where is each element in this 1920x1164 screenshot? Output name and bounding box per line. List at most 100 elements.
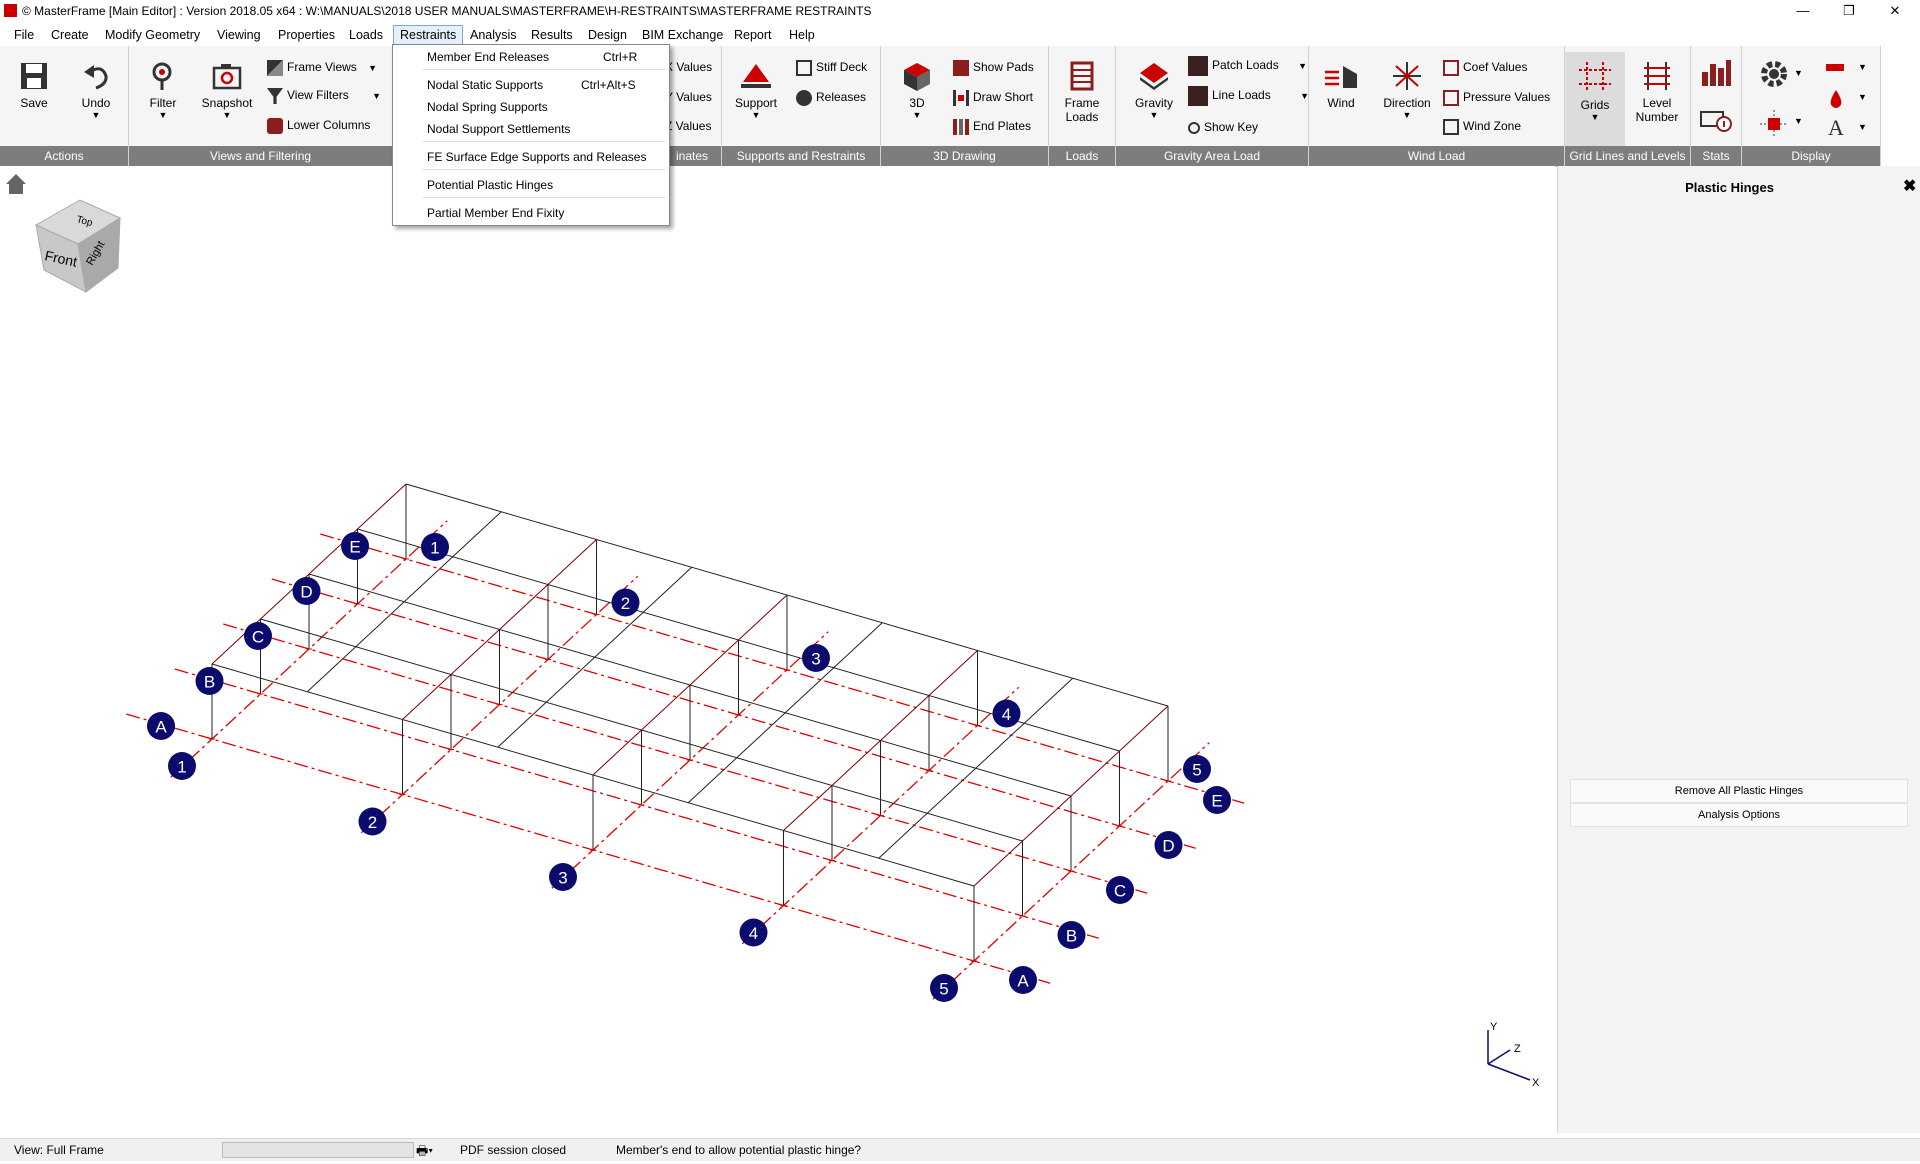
- menu-restraints[interactable]: Restraints: [393, 25, 464, 45]
- patch-loads-button[interactable]: Patch Loads ▼: [1188, 56, 1307, 76]
- menu-member-end-releases[interactable]: Member End Releases: [427, 50, 550, 64]
- menu-create[interactable]: Create: [51, 28, 89, 42]
- wind-zone-label: Wind Zone: [1463, 119, 1522, 134]
- line-loads-label: Line Loads: [1212, 88, 1271, 103]
- lower-columns-button[interactable]: Lower Columns: [267, 118, 370, 134]
- show-pads-button[interactable]: Show Pads: [953, 60, 1034, 76]
- panel-close-icon[interactable]: ✖: [1903, 178, 1917, 195]
- settings-gear-icon[interactable]: [1758, 58, 1790, 90]
- menu-loads[interactable]: Loads: [349, 28, 384, 42]
- remove-all-plastic-hinges-button[interactable]: Remove All Plastic Hinges: [1570, 779, 1908, 803]
- snapshot-button[interactable]: Snapshot ▼: [199, 60, 255, 120]
- save-icon: [21, 63, 47, 89]
- text-style-icon[interactable]: A: [1826, 116, 1846, 138]
- menu-fe-surface-edge-supports[interactable]: FE Surface Edge Supports and Releases: [427, 150, 647, 164]
- axis-y-label: Y: [1490, 1021, 1498, 1033]
- grids-dropdown-icon[interactable]: ▼: [1590, 112, 1600, 122]
- text-style-dropdown-icon[interactable]: ▼: [1858, 122, 1867, 132]
- node-icon[interactable]: [1758, 108, 1790, 140]
- menu-modify-geometry[interactable]: Modify Geometry: [105, 28, 201, 42]
- svg-text:A: A: [1828, 116, 1844, 138]
- ribbon: Save Undo ▼ Actions Filter ▼ Snapshot ▼ …: [0, 46, 1881, 167]
- snapshot-label: Snapshot: [201, 96, 253, 110]
- home-icon[interactable]: [6, 174, 26, 194]
- grids-icon: [1579, 62, 1611, 92]
- bar-chart-icon[interactable]: [1700, 58, 1732, 88]
- menu-report[interactable]: Report: [734, 28, 772, 42]
- lower-columns-icon: [267, 118, 283, 134]
- undo-dropdown-icon[interactable]: ▼: [91, 110, 101, 120]
- y-values-button[interactable]: Y Values: [665, 90, 712, 104]
- menu-nodal-support-settlements[interactable]: Nodal Support Settlements: [427, 122, 571, 136]
- menu-design[interactable]: Design: [588, 28, 627, 42]
- node-dropdown-icon[interactable]: ▼: [1794, 116, 1803, 126]
- show-key-button[interactable]: Show Key: [1188, 120, 1258, 134]
- menu-viewing[interactable]: Viewing: [217, 28, 261, 42]
- coef-values-button[interactable]: Coef Values: [1443, 60, 1527, 76]
- undo-button[interactable]: Undo ▼: [75, 60, 117, 120]
- svg-text:2: 2: [368, 813, 377, 832]
- menu-nodal-static-supports[interactable]: Nodal Static Supports: [427, 78, 544, 92]
- menu-bar: File Create Modify Geometry Viewing Prop…: [0, 24, 1920, 46]
- menu-potential-plastic-hinges[interactable]: Potential Plastic Hinges: [427, 178, 554, 192]
- view-filters-label: View Filters: [287, 88, 349, 103]
- purlin-member: [878, 677, 1074, 859]
- level-number-button[interactable]: Level Number: [1629, 60, 1685, 124]
- shortcut-member-end-releases: Ctrl+R: [603, 50, 638, 64]
- group-label-grids: Grid Lines and Levels: [1565, 146, 1690, 166]
- member-color-icon[interactable]: [1826, 64, 1844, 71]
- menu-analysis[interactable]: Analysis: [470, 28, 517, 42]
- 3d-dropdown-icon[interactable]: ▼: [912, 110, 922, 120]
- menu-nodal-spring-supports[interactable]: Nodal Spring Supports: [427, 100, 548, 114]
- menu-results[interactable]: Results: [531, 28, 573, 42]
- menu-file[interactable]: File: [14, 28, 35, 42]
- frame-views-button[interactable]: Frame Views ▼: [267, 60, 377, 76]
- line-loads-button[interactable]: Line Loads ▼: [1188, 86, 1309, 106]
- view-cube[interactable]: Top Front Right: [34, 199, 122, 293]
- close-window-button[interactable]: ✕: [1889, 3, 1901, 18]
- direction-button[interactable]: Direction ▼: [1377, 60, 1437, 120]
- drop-dropdown-icon[interactable]: ▼: [1858, 92, 1867, 102]
- grids-button[interactable]: Grids ▼: [1565, 52, 1625, 146]
- settings-dropdown-icon[interactable]: ▼: [1794, 68, 1803, 78]
- 3d-button[interactable]: 3D ▼: [899, 60, 935, 120]
- pressure-values-button[interactable]: Pressure Values: [1443, 90, 1550, 106]
- status-view: View: Full Frame: [14, 1143, 104, 1157]
- printer-icon[interactable]: 🖶▾: [416, 1143, 434, 1158]
- info-icon[interactable]: [1700, 108, 1732, 132]
- menu-help[interactable]: Help: [789, 28, 815, 42]
- wind-zone-button[interactable]: Wind Zone: [1443, 119, 1521, 135]
- view-filters-button[interactable]: View Filters ▼: [267, 88, 381, 104]
- direction-dropdown-icon[interactable]: ▼: [1402, 110, 1412, 120]
- gravity-button[interactable]: Gravity ▼: [1128, 60, 1180, 120]
- minimize-button[interactable]: —: [1796, 3, 1810, 18]
- group-label-views: Views and Filtering: [129, 146, 392, 166]
- stiff-deck-button[interactable]: Stiff Deck: [796, 60, 867, 76]
- support-dropdown-icon[interactable]: ▼: [751, 110, 761, 120]
- analysis-options-button[interactable]: Analysis Options: [1570, 803, 1908, 827]
- x-values-button[interactable]: X Values: [665, 60, 713, 74]
- releases-button[interactable]: Releases: [796, 90, 866, 106]
- group-label-gravity: Gravity Area Load: [1116, 146, 1308, 166]
- menu-partial-member-end-fixity[interactable]: Partial Member End Fixity: [427, 206, 565, 220]
- restore-button[interactable]: ❐: [1843, 3, 1855, 18]
- drop-icon[interactable]: [1826, 88, 1846, 110]
- frame-loads-button[interactable]: Frame Loads: [1059, 60, 1105, 124]
- gravity-dropdown-icon[interactable]: ▼: [1149, 110, 1159, 120]
- svg-text:A: A: [1017, 972, 1029, 991]
- releases-label: Releases: [816, 90, 867, 105]
- support-button[interactable]: Support ▼: [730, 60, 782, 120]
- filter-dropdown-icon[interactable]: ▼: [158, 110, 168, 120]
- wind-button[interactable]: Wind: [1319, 60, 1363, 110]
- menu-properties[interactable]: Properties: [278, 28, 335, 42]
- filter-button[interactable]: Filter ▼: [141, 60, 185, 120]
- z-values-button[interactable]: Z Values: [665, 119, 712, 133]
- save-button[interactable]: Save: [14, 60, 54, 110]
- snapshot-dropdown-icon[interactable]: ▼: [222, 110, 232, 120]
- member-color-dropdown-icon[interactable]: ▼: [1858, 62, 1867, 72]
- menu-bim-exchange[interactable]: BIM Exchange: [642, 28, 724, 42]
- frame-loads-label-1: Frame: [1064, 96, 1100, 110]
- end-plates-button[interactable]: End Plates: [953, 119, 1031, 135]
- draw-short-button[interactable]: Draw Short: [953, 90, 1033, 106]
